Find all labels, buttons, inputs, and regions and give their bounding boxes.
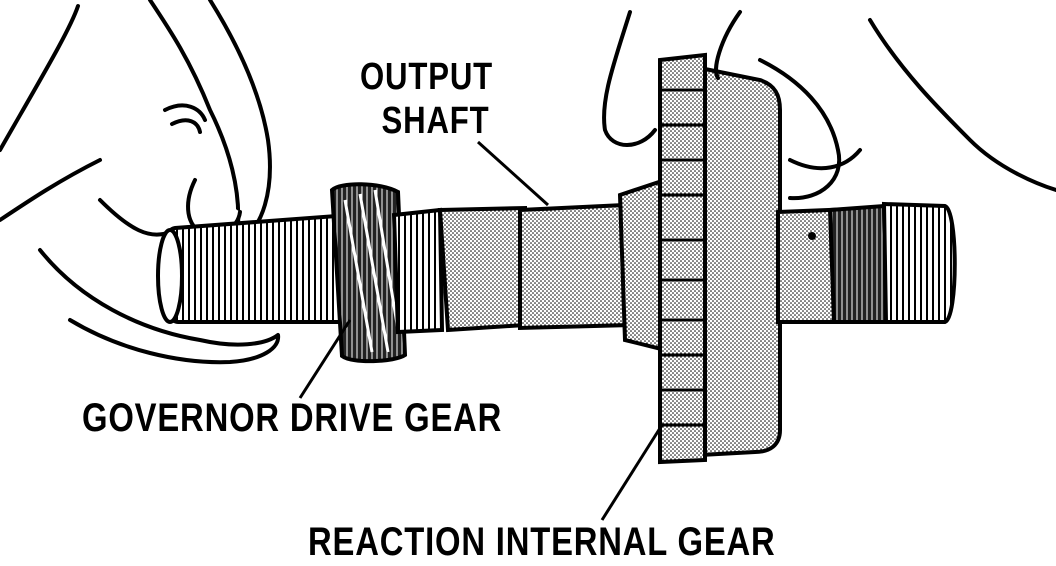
label-output-shaft-line2: SHAFT	[381, 100, 490, 142]
leader-governor-drive-gear	[298, 319, 352, 399]
shaft-left-spline	[156, 212, 358, 324]
label-governor-drive-gear: GOVERNOR DRIVE GEAR	[82, 396, 503, 440]
right-hand	[602, 10, 1056, 201]
leader-output-shaft	[476, 140, 550, 207]
leader-lines	[298, 140, 664, 521]
label-reaction-internal-gear: REACTION INTERNAL GEAR	[308, 520, 776, 564]
leader-reaction-internal-gear	[600, 424, 664, 521]
left-hand	[0, 0, 281, 365]
shaft-right-end	[776, 201, 957, 324]
governor-drive-gear	[329, 182, 445, 364]
label-output-shaft-line1: OUTPUT	[360, 56, 494, 98]
label-output-shaft: OUTPUT SHAFT	[360, 58, 493, 140]
reaction-internal-gear	[617, 52, 782, 465]
output-shaft	[437, 202, 633, 333]
